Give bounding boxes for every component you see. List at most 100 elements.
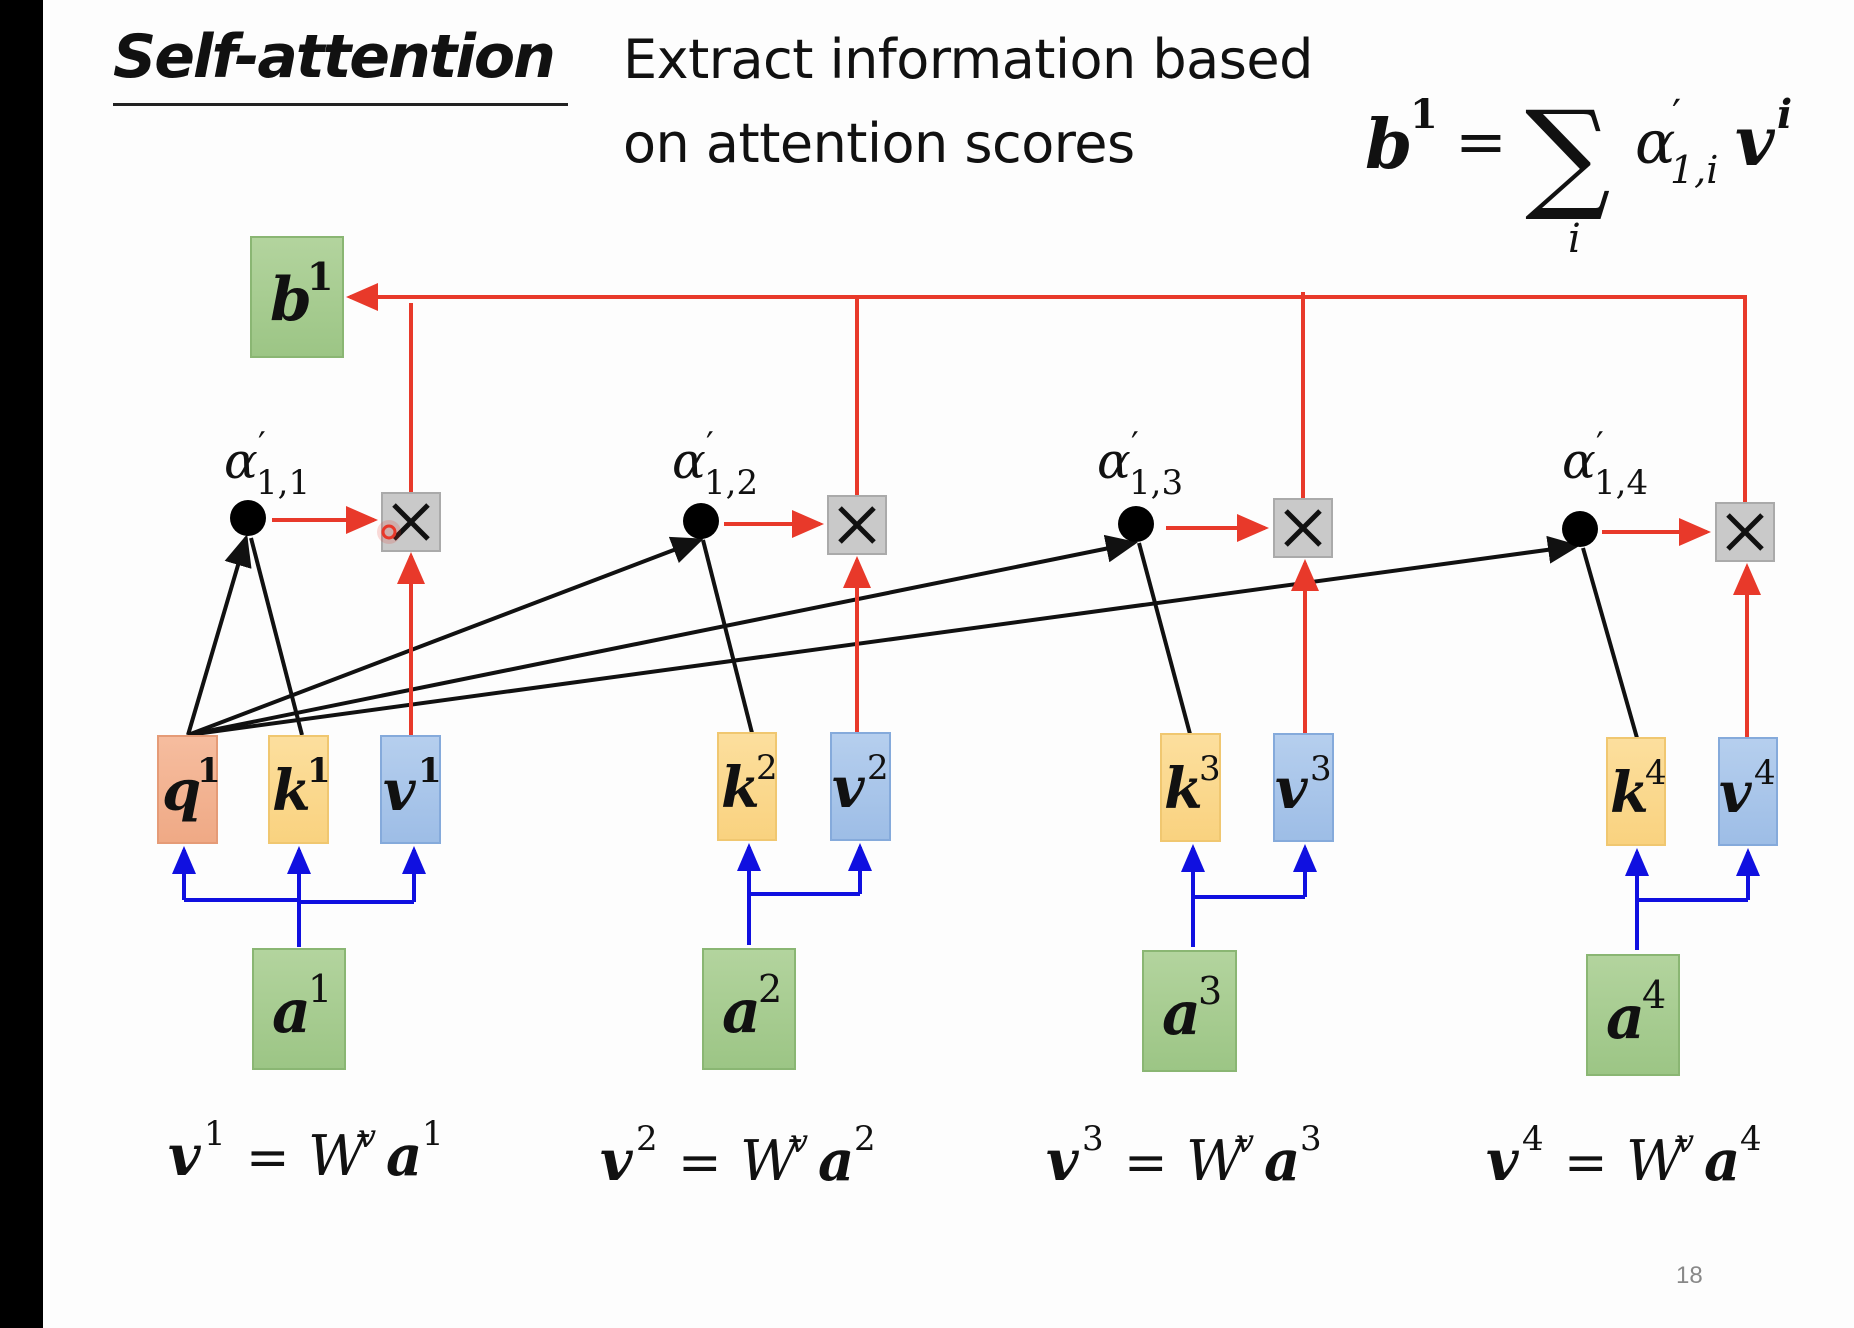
key-box-1-sup: 1 — [307, 751, 331, 791]
value-box-4-label: v — [1719, 760, 1753, 826]
score-nodes: α ′ 1,1 α ′ 1,2 α ′ 1,3 α ′ 1,4 — [224, 425, 1648, 547]
subtitle-line-1: Extract information based — [623, 28, 1313, 91]
score-dot-3 — [1118, 506, 1154, 542]
key-box-3-label: k — [1164, 756, 1203, 822]
score-dot-2 — [683, 503, 719, 539]
multiply-icon — [838, 506, 876, 544]
weighted-sum-formula: b 1 = ∑ i α ′ 1,i v i — [1365, 86, 1792, 262]
eq4-lhs-sup: 4 — [1522, 1119, 1544, 1159]
eq1-equals: = — [246, 1128, 290, 1188]
formula-v-sup: i — [1777, 91, 1792, 138]
value-box-1: v 1 — [380, 735, 442, 844]
eq1-W-sup: v — [358, 1117, 376, 1155]
query-box-1: q 1 — [157, 735, 221, 844]
value-box-1-label: v — [383, 758, 417, 824]
formula-alpha: α — [1635, 108, 1676, 178]
eq3-W: W — [1186, 1129, 1248, 1194]
k2-to-score2 — [701, 539, 754, 734]
score-dot-1 — [230, 500, 266, 536]
a2-projection-trunk — [747, 892, 860, 945]
eq1-W: W — [308, 1124, 370, 1189]
qkv-boxes: q 1 k 1 v 1 k 2 v 2 k 3 — [157, 732, 1778, 846]
formula-alpha-sub: 1,i — [1670, 148, 1718, 192]
formula-lhs: b — [1365, 105, 1413, 185]
key-box-2: k 2 — [717, 732, 778, 841]
query-key-arrows — [186, 534, 1639, 739]
q1-to-score2 — [187, 536, 704, 737]
input-box-2: a 2 — [702, 948, 796, 1070]
score-label-3: α ′ 1,3 — [1097, 425, 1183, 503]
a4-projection-trunk — [1635, 898, 1748, 950]
score-label-2-sub: 1,2 — [704, 463, 758, 503]
score-label-2-alpha: α — [672, 432, 706, 490]
eq4-W: W — [1626, 1129, 1688, 1194]
key-box-4: k 4 — [1606, 737, 1667, 846]
multiply-nodes — [377, 492, 1775, 562]
input-box-4-label: a — [1606, 983, 1645, 1053]
value-box-4: v 4 — [1718, 737, 1778, 846]
output-b1-box: b 1 — [250, 236, 344, 358]
formula-alpha-prime: ′ — [1672, 92, 1681, 138]
title-underline — [113, 103, 568, 106]
eq2-lhs-sup: 2 — [636, 1119, 658, 1159]
a3-projection-trunk — [1191, 895, 1305, 947]
key-box-1-label: k — [272, 758, 311, 824]
input-box-3-sup: 3 — [1198, 969, 1222, 1013]
projection-arrows — [172, 843, 1760, 950]
eq2-rhs-sup: 2 — [854, 1119, 876, 1159]
equation-3: v 3 = W v a 3 — [1046, 1119, 1322, 1194]
formula-sum-index: i — [1568, 216, 1581, 262]
multiply-box-2 — [827, 495, 887, 555]
score-label-3-sub: 1,3 — [1129, 463, 1183, 503]
cursor-indicator — [381, 524, 397, 540]
score-label-4-prime: ′ — [1596, 425, 1604, 465]
eq3-rhs: a — [1264, 1128, 1300, 1194]
score-label-2: α ′ 1,2 — [672, 425, 758, 503]
score-label-3-prime: ′ — [1131, 425, 1139, 465]
score-label-1-prime: ′ — [258, 425, 266, 465]
input-box-1: a 1 — [252, 948, 346, 1070]
output-sup: 1 — [307, 254, 333, 299]
slide-title: Self-attention — [113, 22, 556, 92]
cursor-glow — [377, 520, 401, 544]
multiply-box-3 — [1273, 498, 1333, 558]
key-box-3-sup: 3 — [1199, 749, 1221, 789]
input-box-2-label: a — [722, 977, 761, 1047]
input-box-3-label: a — [1162, 979, 1201, 1049]
eq4-W-sup: v — [1676, 1122, 1694, 1160]
value-box-4-sup: 4 — [1754, 753, 1776, 793]
value-arrows — [272, 506, 1761, 737]
value-box-2: v 2 — [830, 732, 891, 841]
query-box-1-sup: 1 — [197, 751, 221, 791]
multiply-box-4 — [1715, 502, 1775, 562]
key-box-2-label: k — [721, 755, 760, 821]
eq2-W-sup: v — [790, 1122, 808, 1160]
value-equations: v 1 = W v a 1 v 2 = W v a 2 v 3 = W v a … — [168, 1114, 1762, 1194]
output-label: b — [270, 265, 312, 335]
score-label-4-alpha: α — [1562, 432, 1596, 490]
equation-2: v 2 = W v a 2 — [600, 1119, 876, 1194]
eq2-rhs: a — [818, 1128, 854, 1194]
query-box-1-label: q — [162, 758, 201, 824]
q1-to-score1 — [186, 534, 252, 736]
value-box-3: v 3 — [1273, 733, 1334, 842]
score-label-1-alpha: α — [224, 432, 258, 490]
eq1-rhs: a — [386, 1123, 422, 1189]
eq3-W-sup: v — [1236, 1122, 1254, 1160]
multiply-box-1 — [377, 492, 441, 552]
score-label-3-alpha: α — [1097, 432, 1131, 490]
value-box-1-sup: 1 — [418, 751, 442, 791]
formula-lhs-sup: 1 — [1410, 91, 1438, 138]
q1-to-score4 — [187, 535, 1580, 737]
eq1-rhs-sup: 1 — [422, 1114, 444, 1154]
eq4-lhs: v — [1486, 1128, 1520, 1194]
eq4-rhs-sup: 4 — [1740, 1119, 1762, 1159]
key-box-1: k 1 — [268, 735, 331, 844]
value-box-3-label: v — [1275, 756, 1309, 822]
formula-v: v — [1735, 102, 1776, 182]
value-box-2-sup: 2 — [867, 748, 889, 788]
eq1-lhs-sup: 1 — [204, 1114, 226, 1154]
page-number: 18 — [1676, 1262, 1703, 1289]
q1-to-score3 — [187, 534, 1138, 737]
eq3-lhs-sup: 3 — [1082, 1119, 1104, 1159]
